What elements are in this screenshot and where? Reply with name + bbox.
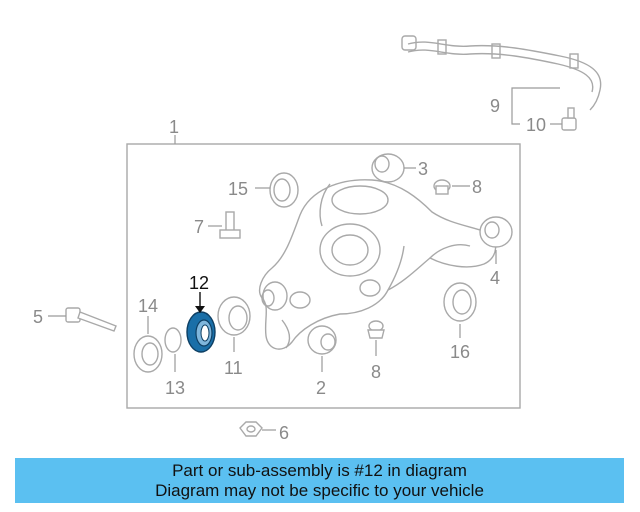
callout-14: 14 xyxy=(138,296,158,316)
callout-4: 4 xyxy=(490,268,500,288)
callout-9: 9 xyxy=(490,96,500,116)
plug-part-8-lower xyxy=(367,320,385,339)
banner-line-2: Diagram may not be specific to your vehi… xyxy=(155,481,484,500)
callout-10: 10 xyxy=(526,115,546,135)
callout-16: 16 xyxy=(450,342,470,362)
banner-line-1: Part or sub-assembly is #12 in diagram xyxy=(172,461,467,480)
seal-part-15 xyxy=(269,172,299,208)
callout-11: 11 xyxy=(224,358,243,378)
callout-8-lower: 8 xyxy=(371,362,381,382)
callout-1: 1 xyxy=(169,117,179,137)
callout-7: 7 xyxy=(194,217,204,237)
callout-2: 2 xyxy=(316,378,326,398)
bushing-part-3 xyxy=(371,153,405,183)
leader-9 xyxy=(511,87,560,125)
differential-housing xyxy=(258,179,497,350)
vent-fitting-part-10 xyxy=(561,107,577,131)
info-banner: Part or sub-assembly is #12 in diagram D… xyxy=(15,458,624,503)
seal-part-12-highlighted xyxy=(186,311,216,353)
callout-3: 3 xyxy=(418,159,428,179)
callout-15: 15 xyxy=(228,179,248,199)
vent-hose xyxy=(401,35,602,111)
callout-6: 6 xyxy=(279,423,289,443)
assembly-box xyxy=(126,143,521,409)
bolt-part-5 xyxy=(65,307,117,332)
callout-13: 13 xyxy=(165,378,185,398)
callout-8-upper: 8 xyxy=(472,177,482,197)
parts-diagram: 1 9 10 3 8 xyxy=(33,35,602,443)
seal-part-11 xyxy=(217,296,251,336)
nut-part-6 xyxy=(239,421,263,437)
callout-12: 12 xyxy=(189,273,209,293)
seal-part-16 xyxy=(443,282,477,322)
seal-part-14 xyxy=(133,335,163,373)
bushing-part-4 xyxy=(479,216,513,248)
bushing-part-2 xyxy=(307,325,337,355)
snap-ring-part-13 xyxy=(164,327,182,353)
stud-part-7 xyxy=(219,211,241,239)
plug-part-8-upper xyxy=(433,179,451,195)
leader-12-arrow xyxy=(195,306,205,313)
callout-5: 5 xyxy=(33,307,43,327)
